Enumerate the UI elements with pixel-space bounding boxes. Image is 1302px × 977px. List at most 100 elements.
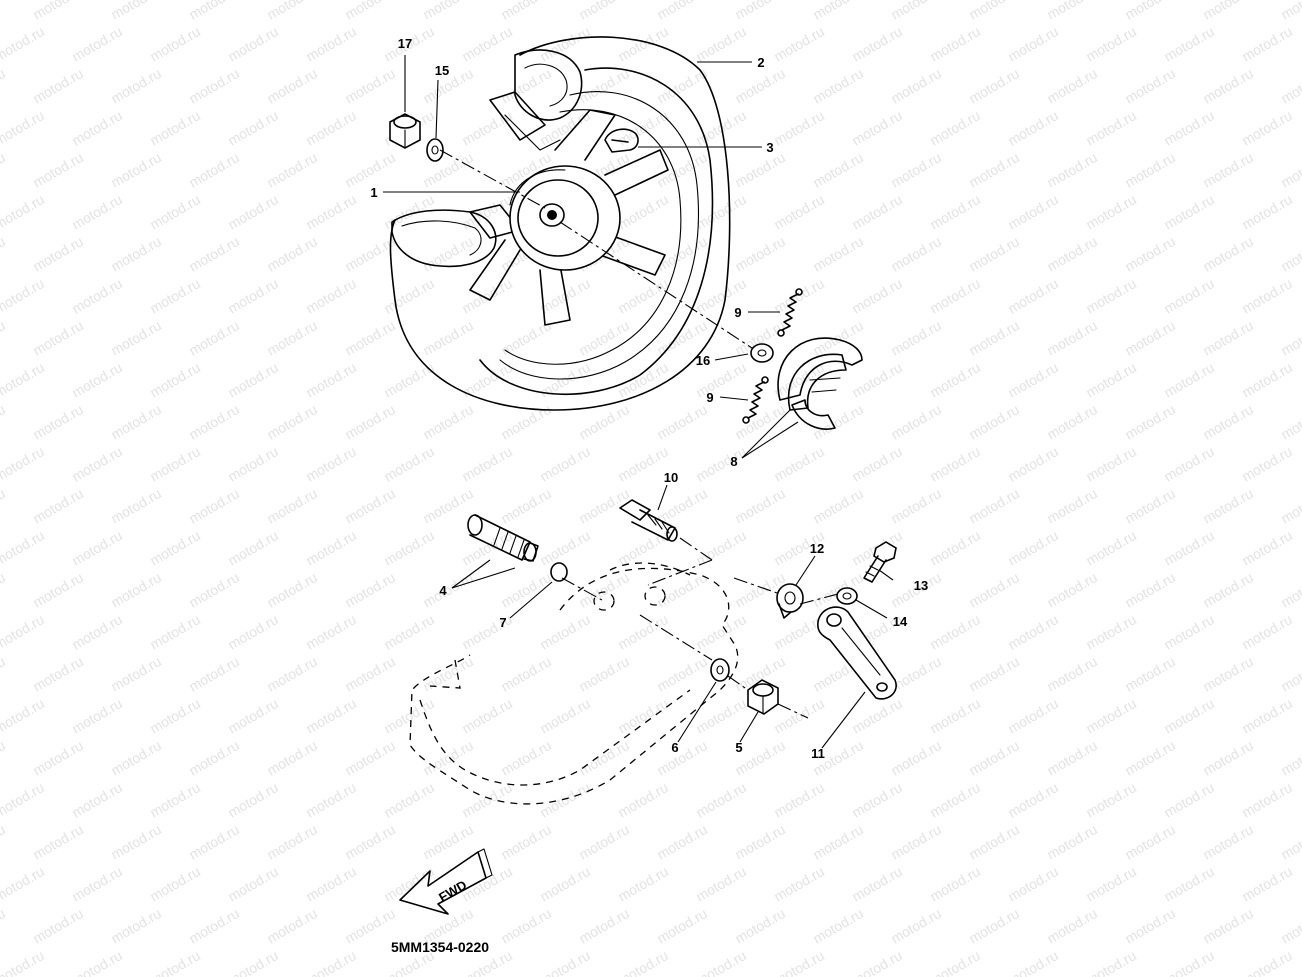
watermark-text: motod.ru	[30, 401, 86, 442]
watermark-text: motod.ru	[420, 737, 476, 778]
watermark-text: motod.ru	[927, 695, 983, 736]
watermark-text: motod.ru	[1083, 947, 1139, 977]
watermark-text: motod.ru	[615, 947, 671, 977]
watermark-text: motod.ru	[342, 821, 398, 862]
callout-2: 2	[757, 55, 764, 70]
watermark-text: motod.ru	[537, 107, 593, 148]
watermark-text: motod.ru	[69, 863, 125, 904]
watermark-text: motod.ru	[1161, 107, 1217, 148]
watermark-text: motod.ru	[1083, 863, 1139, 904]
watermark-text: motod.ru	[381, 611, 437, 652]
watermark-text: motod.ru	[1122, 569, 1178, 610]
watermark-text: motod.ru	[1083, 359, 1139, 400]
watermark-text: motod.ru	[537, 443, 593, 484]
watermark-text: motod.ru	[342, 737, 398, 778]
watermark-text: motod.ru	[576, 737, 632, 778]
watermark-text: motod.ru	[381, 779, 437, 820]
watermark-text: motod.ru	[0, 149, 8, 190]
watermark-text: motod.ru	[420, 485, 476, 526]
watermark-text: motod.ru	[1005, 947, 1061, 977]
tire-outline	[389, 36, 731, 411]
watermark-text: motod.ru	[1239, 947, 1295, 977]
callout-17: 17	[398, 36, 412, 51]
watermark-text: motod.ru	[927, 107, 983, 148]
watermark-text: motod.ru	[966, 65, 1022, 106]
watermark-text: motod.ru	[927, 443, 983, 484]
callout-4: 4	[439, 583, 447, 598]
watermark-text: motod.ru	[186, 821, 242, 862]
watermark-text: motod.ru	[576, 401, 632, 442]
watermark-text: motod.ru	[303, 779, 359, 820]
watermark-text: motod.ru	[1005, 443, 1061, 484]
watermark-text: motod.ru	[108, 401, 164, 442]
watermark-text: motod.ru	[381, 695, 437, 736]
watermark-text: motod.ru	[654, 485, 710, 526]
watermark-text: motod.ru	[615, 527, 671, 568]
watermark-text: motod.ru	[0, 905, 8, 946]
watermark-text: motod.ru	[576, 317, 632, 358]
watermark-text: motod.ru	[693, 443, 749, 484]
axle-oring	[550, 562, 568, 582]
axle-washer	[426, 138, 444, 162]
assembly-center-lines	[439, 149, 839, 719]
watermark-text: motod.ru	[576, 821, 632, 862]
watermark-text: motod.ru	[0, 233, 8, 274]
watermark-text: motod.ru	[0, 23, 47, 64]
watermark-text: motod.ru	[1200, 0, 1256, 23]
callout-8: 8	[730, 454, 737, 469]
watermark-text: motod.ru	[381, 275, 437, 316]
watermark-text: motod.ru	[810, 905, 866, 946]
watermark-text: motod.ru	[459, 863, 515, 904]
watermark-text: motod.ru	[0, 737, 8, 778]
watermark-text: motod.ru	[0, 569, 8, 610]
watermark-text: motod.ru	[147, 23, 203, 64]
watermark-text: motod.ru	[498, 737, 554, 778]
watermark-text: motod.ru	[771, 107, 827, 148]
watermark-text: motod.ru	[225, 275, 281, 316]
watermark-text: motod.ru	[0, 863, 47, 904]
watermark-text: motod.ru	[849, 107, 905, 148]
watermark-text: motod.ru	[966, 569, 1022, 610]
watermark-text: motod.ru	[1044, 317, 1100, 358]
axle-washer-lower	[710, 658, 730, 682]
watermark-text: motod.ru	[888, 905, 944, 946]
watermark-text: motod.ru	[225, 527, 281, 568]
watermark-text: motod.ru	[888, 737, 944, 778]
watermark-text: motod.ru	[615, 23, 671, 64]
watermark-text: motod.ru	[69, 779, 125, 820]
watermark-text: motod.ru	[108, 65, 164, 106]
watermark-text: motod.ru	[225, 947, 281, 977]
watermark-text: motod.ru	[966, 485, 1022, 526]
watermark-text: motod.ru	[342, 401, 398, 442]
watermark-text: motod.ru	[1278, 569, 1302, 610]
watermark-text: motod.ru	[459, 275, 515, 316]
brake-camshaft-lever	[817, 606, 897, 700]
watermark-text: motod.ru	[186, 401, 242, 442]
watermark-text: motod.ru	[732, 149, 788, 190]
watermark-text: motod.ru	[0, 359, 47, 400]
watermark-text: motod.ru	[771, 23, 827, 64]
callout-10: 10	[664, 470, 678, 485]
watermark-text: motod.ru	[459, 23, 515, 64]
watermark-text: motod.ru	[1161, 779, 1217, 820]
watermark-text: motod.ru	[1122, 317, 1178, 358]
watermark-text: motod.ru	[264, 149, 320, 190]
watermark-text: motod.ru	[1044, 0, 1100, 23]
watermark-text: motod.ru	[225, 23, 281, 64]
watermark-text: motod.ru	[225, 359, 281, 400]
watermark-text: motod.ru	[966, 317, 1022, 358]
watermark-text: motod.ru	[1200, 401, 1256, 442]
brake-spring-lower	[747, 381, 765, 419]
watermark-text: motod.ru	[732, 905, 788, 946]
lever-washer	[776, 583, 804, 619]
watermark-text: motod.ru	[147, 191, 203, 232]
watermark-text: motod.ru	[849, 23, 905, 64]
watermark-text: motod.ru	[303, 695, 359, 736]
watermark-text: motod.ru	[1005, 191, 1061, 232]
watermark-text: motod.ru	[0, 695, 47, 736]
watermark-text: motod.ru	[576, 0, 632, 23]
watermark-text: motod.ru	[147, 443, 203, 484]
leader-lines	[383, 55, 894, 749]
watermark-text: motod.ru	[849, 779, 905, 820]
callout-5: 5	[735, 740, 742, 755]
